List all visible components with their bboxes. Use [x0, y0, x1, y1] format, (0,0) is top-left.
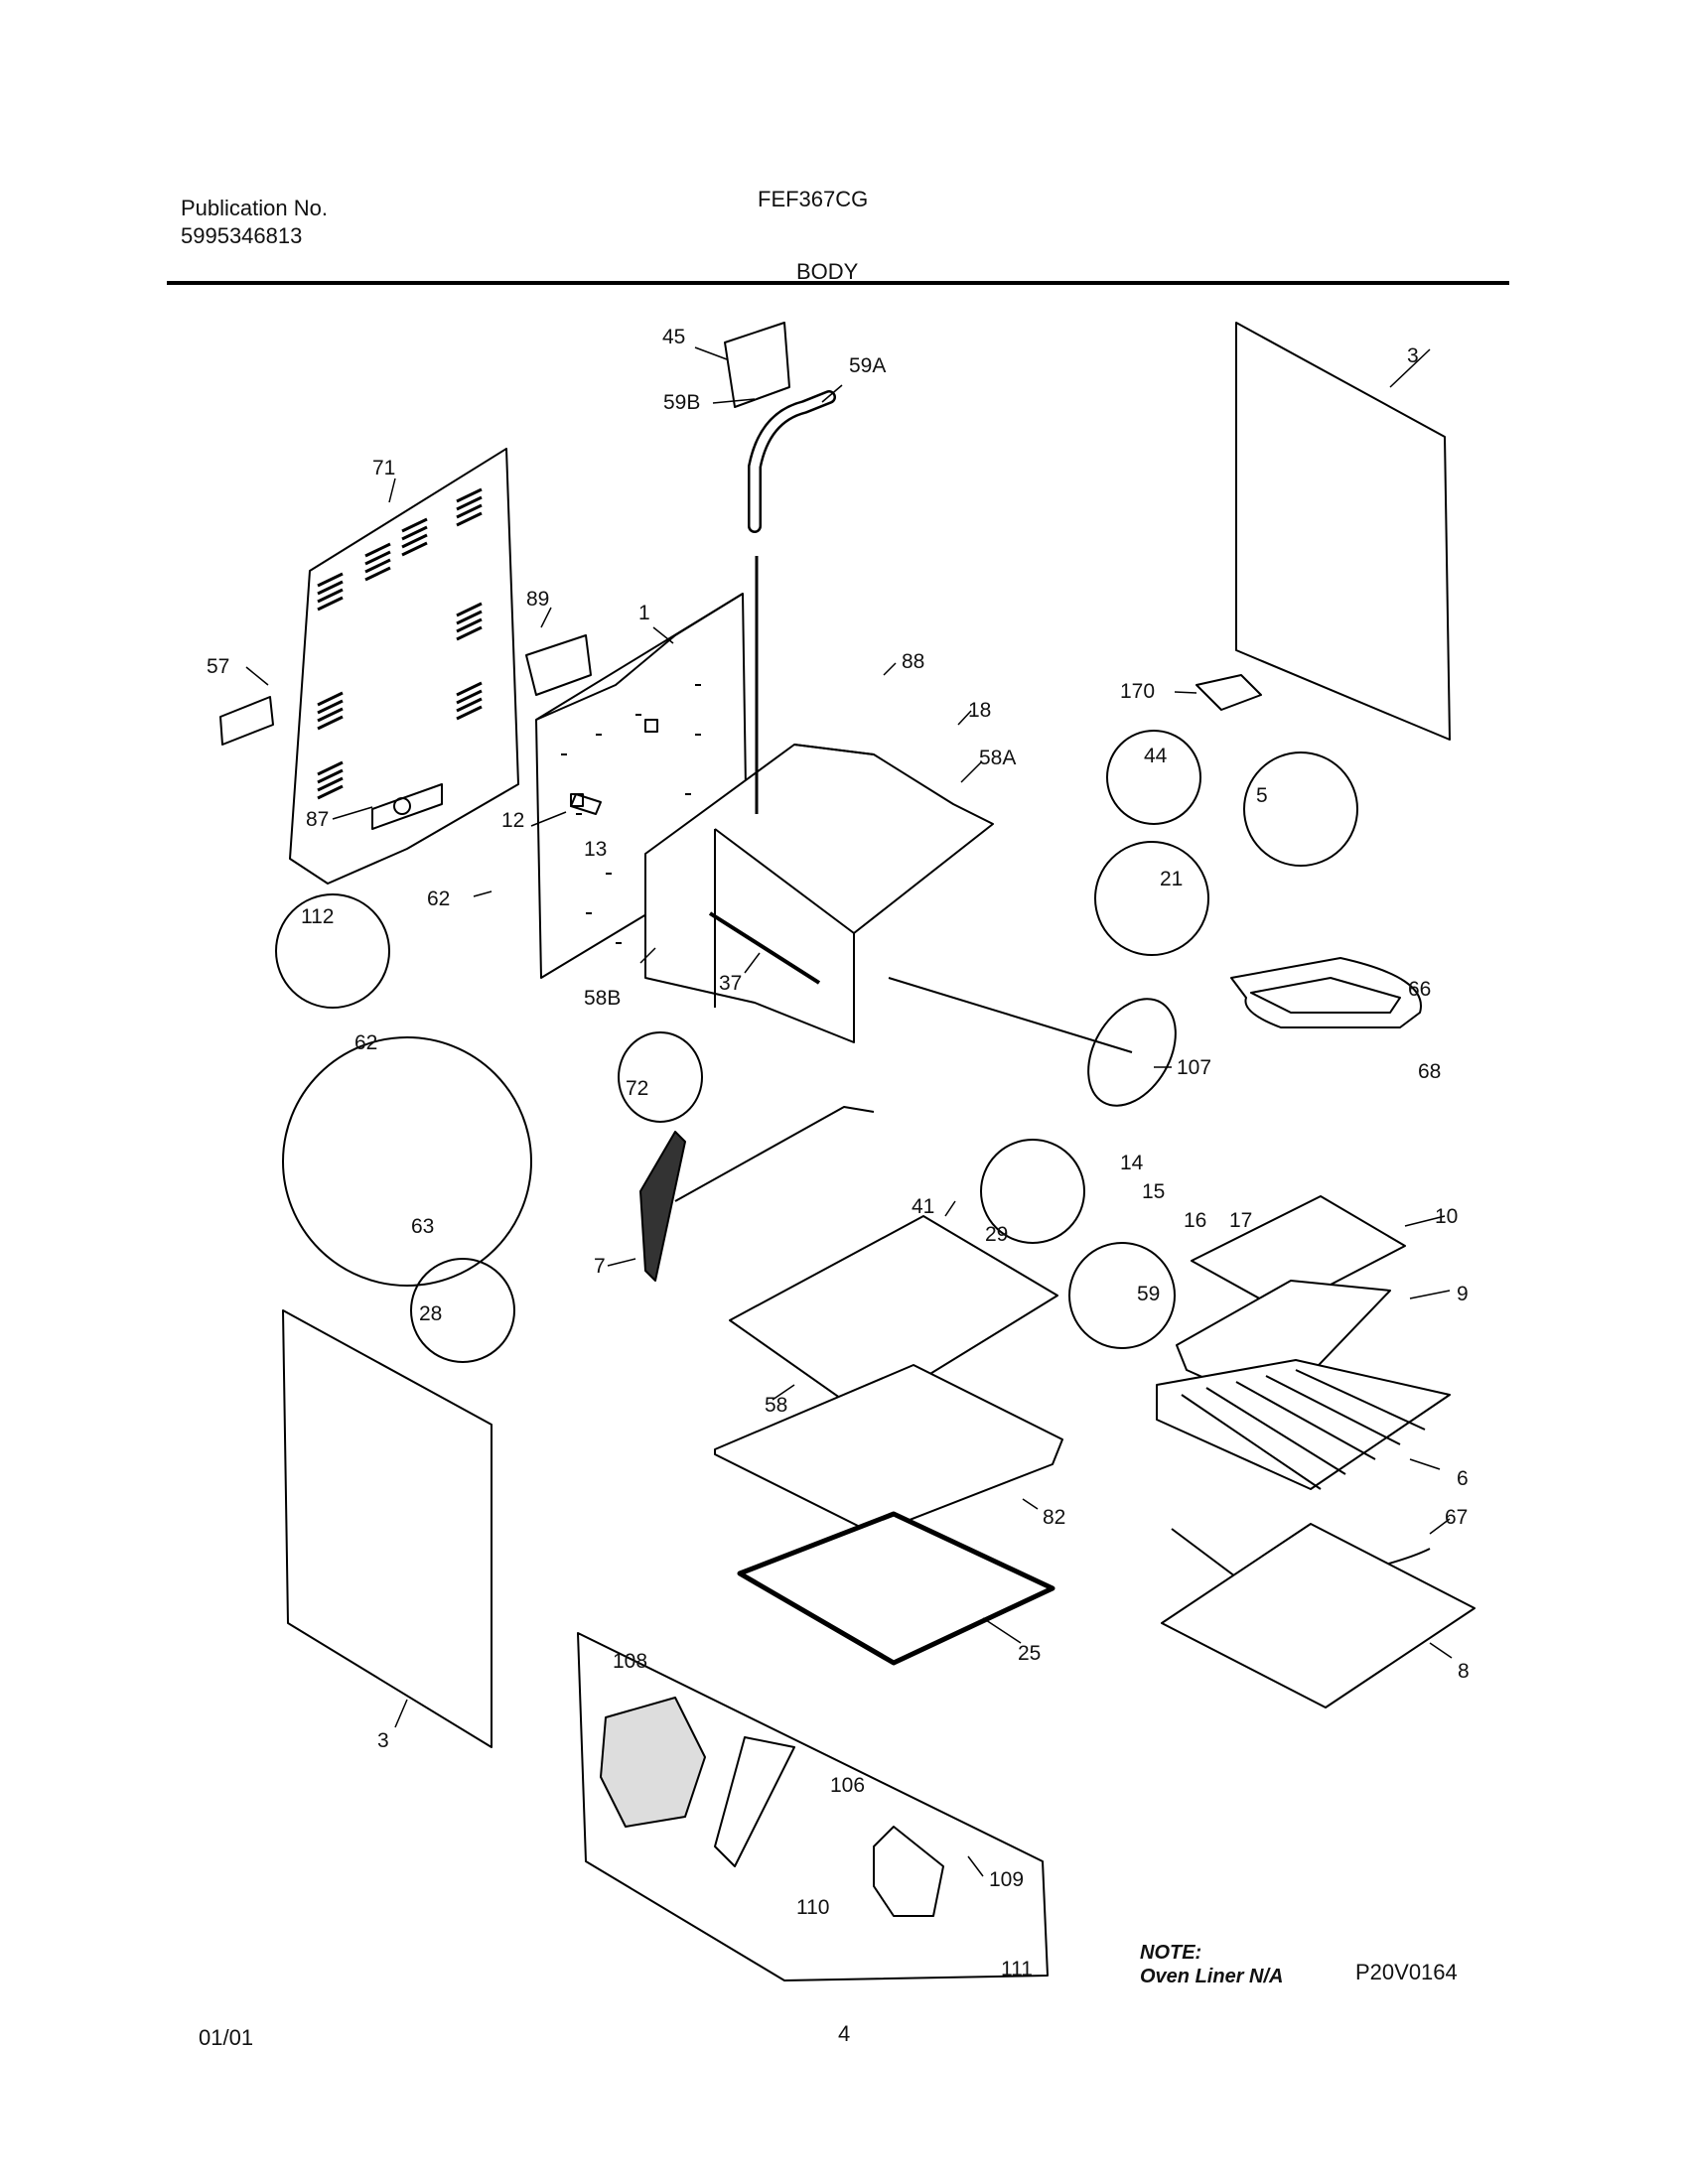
callout-106: 106	[830, 1774, 865, 1797]
callout-21: 21	[1160, 868, 1183, 890]
rod-37-part	[708, 911, 821, 985]
door-hinge-part	[639, 1131, 686, 1282]
detail-circle-29	[980, 1139, 1085, 1244]
model-number: FEF367CG	[758, 187, 869, 211]
hinge-part	[1196, 674, 1262, 711]
broil-element-part	[1230, 957, 1422, 1028]
callout-10: 10	[1435, 1205, 1458, 1228]
callout-67: 67	[1445, 1506, 1468, 1529]
callout-16: 16	[1184, 1209, 1206, 1232]
bracket-45-part	[724, 322, 790, 408]
callout-3-top: 3	[1407, 344, 1419, 367]
callout-89: 89	[526, 588, 549, 611]
callout-13: 13	[584, 838, 607, 861]
detail-circle-28	[410, 1258, 515, 1363]
callout-111: 111	[1001, 1958, 1033, 1980]
callout-12: 12	[501, 809, 524, 832]
callout-58: 58	[765, 1394, 787, 1417]
panel-8-part	[1161, 1523, 1476, 1708]
callout-63: 63	[411, 1215, 434, 1238]
detail-circle-5	[1243, 751, 1358, 867]
fan-motor-part	[600, 1697, 706, 1828]
callout-71: 71	[372, 457, 395, 479]
oven-rack-part	[1156, 1359, 1451, 1490]
callout-112: 112	[301, 905, 334, 928]
door-panel-part	[282, 1309, 492, 1748]
bracket-89-part	[525, 634, 592, 696]
callout-57: 57	[207, 655, 229, 678]
fan-assembly-box	[577, 1632, 1049, 1981]
detail-circle-112	[275, 893, 390, 1009]
detail-circle-72	[618, 1031, 703, 1123]
callout-1: 1	[638, 602, 650, 624]
callout-87: 87	[306, 808, 329, 831]
callout-17: 17	[1229, 1209, 1252, 1232]
fan-blade-part	[873, 1826, 944, 1917]
callout-8: 8	[1458, 1660, 1470, 1683]
callout-9: 9	[1457, 1283, 1469, 1305]
callout-45: 45	[662, 326, 685, 348]
bottom-panel-58	[729, 1215, 1058, 1416]
bottom-panel-82	[714, 1364, 1063, 1535]
section-title: BODY	[796, 259, 859, 284]
callout-6: 6	[1457, 1467, 1469, 1490]
callout-5: 5	[1256, 784, 1268, 807]
callout-18: 18	[968, 699, 991, 722]
fan-bracket-part	[714, 1736, 795, 1867]
callout-28: 28	[419, 1302, 442, 1325]
panel-10-part	[1191, 1195, 1406, 1311]
detail-circle-62	[282, 1036, 532, 1287]
callout-82: 82	[1043, 1506, 1065, 1529]
callout-110: 110	[796, 1896, 829, 1919]
callout-66: 66	[1408, 978, 1431, 1001]
bottom-panel-25	[737, 1511, 1055, 1666]
callout-15: 15	[1142, 1180, 1165, 1203]
back-panel-part	[289, 448, 519, 885]
publication-number: 5995346813	[181, 223, 303, 248]
callout-62-top: 62	[427, 887, 450, 910]
callout-62-detail: 62	[354, 1031, 377, 1054]
bracket-part	[219, 696, 274, 746]
callout-59b: 59B	[663, 391, 700, 414]
callout-58a: 58A	[979, 747, 1016, 769]
callout-41: 41	[912, 1195, 934, 1218]
drawing-code: P20V0164	[1355, 1960, 1458, 1984]
note-text: Oven Liner N/A	[1140, 1966, 1284, 1987]
callout-109: 109	[989, 1868, 1024, 1891]
header-rule	[167, 281, 1509, 285]
callout-59a: 59A	[849, 354, 886, 377]
callout-59: 59	[1137, 1283, 1160, 1305]
note-label: NOTE:	[1140, 1942, 1202, 1964]
sensor-part	[570, 793, 602, 815]
callout-107: 107	[1177, 1056, 1211, 1079]
callout-37: 37	[719, 972, 742, 995]
page-number: 4	[838, 2021, 851, 2046]
callout-29: 29	[985, 1223, 1008, 1246]
footer-date: 01/01	[199, 2025, 254, 2050]
callout-88: 88	[902, 650, 924, 673]
callout-14: 14	[1120, 1152, 1144, 1174]
callout-58b: 58B	[584, 987, 621, 1010]
callout-25: 25	[1018, 1642, 1041, 1665]
publication-label: Publication No.	[181, 196, 328, 220]
callout-3-bottom: 3	[377, 1729, 389, 1752]
oven-light-part	[1087, 998, 1177, 1107]
detail-circle-44	[1106, 730, 1201, 825]
callout-72: 72	[626, 1077, 648, 1100]
callout-44: 44	[1144, 745, 1168, 767]
callout-108: 108	[613, 1650, 647, 1673]
callout-7: 7	[594, 1255, 606, 1278]
side-panel-part	[1235, 322, 1451, 741]
detail-circle-21	[1094, 841, 1209, 956]
callout-68: 68	[1418, 1060, 1441, 1083]
detail-circle-59	[1068, 1242, 1176, 1349]
callout-170: 170	[1120, 680, 1155, 703]
